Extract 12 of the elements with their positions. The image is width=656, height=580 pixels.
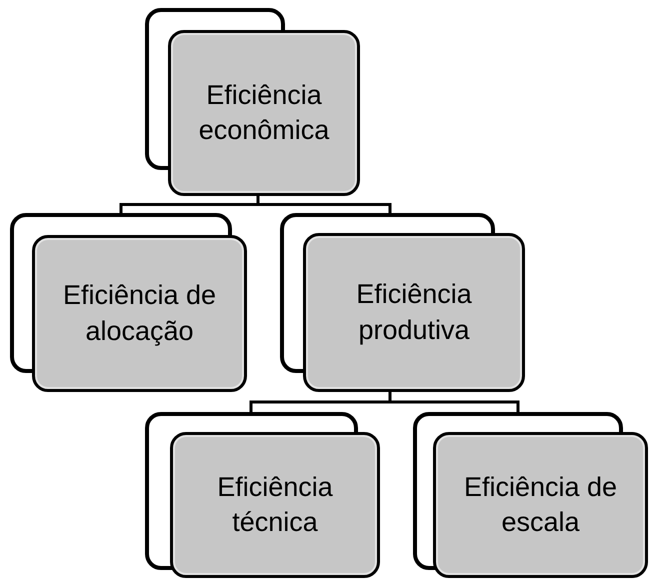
stacked-card bbox=[413, 412, 648, 578]
node-label: Eficiência de alocação bbox=[62, 279, 218, 348]
node-label: Eficiência técnica bbox=[216, 470, 334, 539]
stacked-card bbox=[145, 412, 380, 578]
node-label: Eficiência produtiva bbox=[355, 278, 473, 347]
stacked-card bbox=[145, 8, 360, 196]
node-label: Eficiência econômica bbox=[198, 78, 330, 147]
connector-line bbox=[388, 392, 520, 412]
stacked-card bbox=[280, 213, 525, 392]
connector-line bbox=[256, 196, 392, 213]
node-label: Eficiência de escala bbox=[462, 470, 618, 539]
stacked-card bbox=[10, 213, 247, 392]
